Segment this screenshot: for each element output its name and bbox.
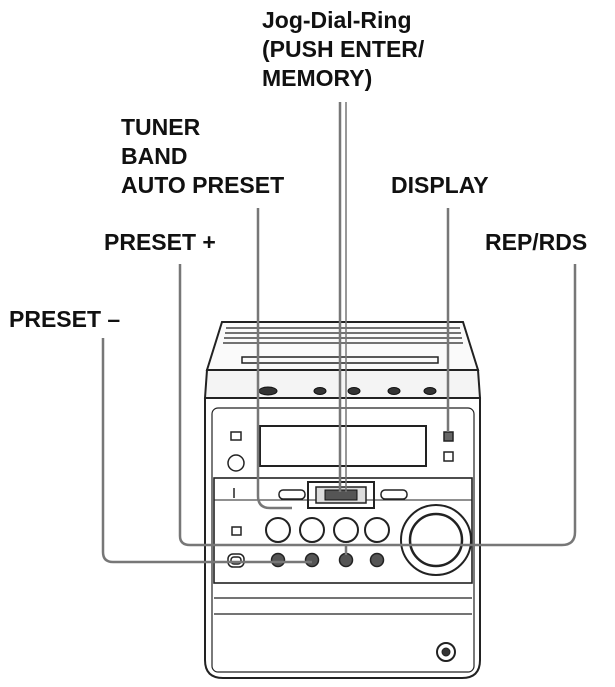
volume-knob xyxy=(408,512,464,568)
display-button xyxy=(443,431,454,442)
small-square-button xyxy=(231,526,242,536)
control-band xyxy=(213,477,473,584)
label-display: DISPLAY xyxy=(391,172,489,198)
top-button-strip xyxy=(203,369,482,399)
label-memory: MEMORY) xyxy=(262,65,373,91)
front-panel-bezel xyxy=(211,407,475,673)
leader-preset-minus xyxy=(101,338,312,564)
left-oval-button xyxy=(278,489,306,500)
stereo-unit xyxy=(203,321,482,679)
label-auto-preset: AUTO PRESET xyxy=(121,172,285,198)
label-band: BAND xyxy=(121,143,188,169)
label-preset-minus: PRESET – xyxy=(9,306,121,332)
left-small-button-1 xyxy=(230,431,242,441)
headphone-jack xyxy=(436,642,456,662)
small-buttons xyxy=(227,552,385,568)
label-jog-dial-ring: Jog-Dial-Ring xyxy=(262,7,412,33)
label-preset-plus: PRESET + xyxy=(104,229,216,255)
lid-ridges xyxy=(223,327,463,344)
volume-knob-outer xyxy=(400,504,472,576)
leader-rep-rds xyxy=(346,264,577,547)
big-buttons xyxy=(265,517,390,543)
top-buttons xyxy=(258,386,437,396)
leader-lines xyxy=(101,102,577,564)
display-window xyxy=(259,425,427,467)
left-round-button xyxy=(227,454,245,472)
label-rep-rds: REP/RDS xyxy=(485,229,588,255)
right-small-button-2 xyxy=(443,451,454,462)
label-tuner: TUNER xyxy=(121,114,201,140)
right-oval-button xyxy=(380,489,408,500)
leader-preset-plus xyxy=(178,264,348,555)
label-push-enter: (PUSH ENTER/ xyxy=(262,36,425,62)
leader-tuner-band xyxy=(256,208,292,510)
front-panel xyxy=(204,397,481,679)
